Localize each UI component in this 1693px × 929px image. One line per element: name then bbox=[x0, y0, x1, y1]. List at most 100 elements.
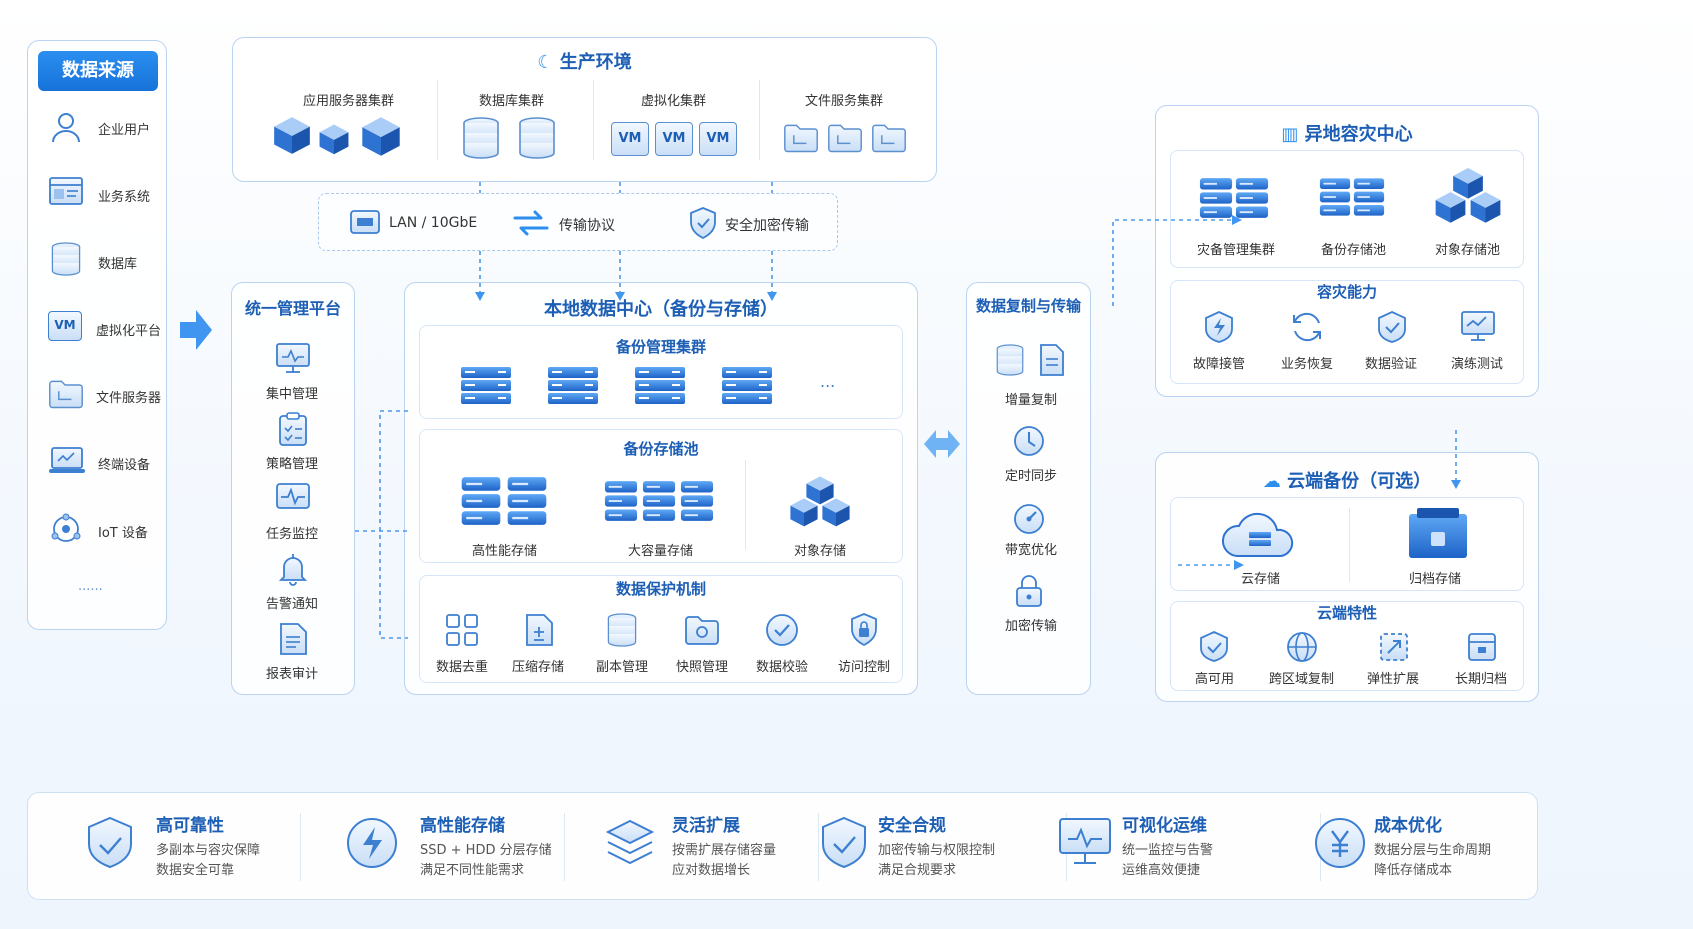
bell-icon bbox=[278, 554, 308, 586]
large-storage-icon-1 bbox=[604, 476, 638, 526]
reliability-shield-icon bbox=[88, 816, 132, 869]
snapshot-folder-icon bbox=[685, 616, 719, 645]
cloud-feature-elastic: 弹性扩展 bbox=[1367, 672, 1420, 687]
mgmt-item-central: 集中管理 bbox=[266, 387, 319, 402]
source-item-business-system: 业务系统 bbox=[98, 190, 151, 205]
footer-title-reliability: 高可靠性 bbox=[156, 816, 224, 836]
cloud-feature-cross-region: 跨区域复制 bbox=[1269, 672, 1335, 687]
large-storage-icon-2 bbox=[642, 476, 676, 526]
terminal-device-icon bbox=[49, 447, 85, 473]
vm-icon: VM bbox=[611, 122, 649, 156]
footer-desc2-scalability: 应对数据增长 bbox=[672, 863, 751, 878]
archive-storage-icon bbox=[1409, 508, 1467, 558]
encrypt-lock-icon bbox=[1016, 575, 1042, 607]
source-item-database: 数据库 bbox=[98, 257, 138, 272]
footer-title-compliance: 安全合规 bbox=[878, 816, 946, 836]
protection-replica: 副本管理 bbox=[596, 660, 649, 675]
dr-center-title: ▥ 异地容灾中心 bbox=[1281, 124, 1413, 145]
footer-desc1-ops: 统一监控与告警 bbox=[1122, 843, 1214, 858]
clipboard-icon bbox=[279, 412, 307, 446]
production-panel: ☾ 生产环境 应用服务器集群 数据库集群 虚拟化集群 VM VM VM 文件服务… bbox=[232, 37, 937, 182]
app-server-cubes-icon bbox=[271, 114, 313, 156]
footer-desc1-scalability: 按需扩展存储容量 bbox=[672, 843, 777, 858]
dr-capability-section: 容灾能力 故障接管 业务恢复 数据验证 演练测试 bbox=[1170, 280, 1524, 384]
footer-desc2-reliability: 数据安全可靠 bbox=[156, 863, 235, 878]
dr-center-panel: ▥ 异地容灾中心 灾备管理集群 备份存储池 对象存储池 容灾能力 故障接管 业务… bbox=[1155, 105, 1539, 397]
network-protocol: 传输协议 bbox=[559, 218, 615, 234]
file-folder-icon-3 bbox=[871, 122, 907, 154]
vm-icon: VM bbox=[655, 122, 693, 156]
footer-desc2-ops: 运维高效便捷 bbox=[1122, 863, 1201, 878]
replication-scheduled: 定时同步 bbox=[1005, 469, 1058, 484]
incremental-doc-icon bbox=[1040, 344, 1064, 376]
recovery-refresh-icon bbox=[1293, 312, 1321, 342]
transfer-arrows-icon bbox=[513, 210, 549, 236]
backup-cluster-title: 备份管理集群 bbox=[615, 338, 706, 356]
production-title: ☾ 生产环境 bbox=[537, 52, 632, 73]
footer-features-bar: 高可靠性 多副本与容灾保障 数据安全可靠 高性能存储 SSD + HDD 分层存… bbox=[27, 792, 1538, 900]
cluster-label-virtualization: 虚拟化集群 bbox=[641, 94, 707, 109]
footer-desc1-reliability: 多副本与容灾保障 bbox=[156, 843, 261, 858]
mgmt-item-policy: 策略管理 bbox=[266, 457, 319, 472]
backup-cluster-more: ... bbox=[820, 372, 836, 391]
high-perf-storage-icon bbox=[460, 476, 502, 526]
file-folder-icon-1 bbox=[783, 122, 819, 154]
dr-cluster-icon-2 bbox=[1235, 173, 1269, 223]
cloud-feature-archive: 长期归档 bbox=[1455, 672, 1508, 687]
iot-icon bbox=[51, 513, 81, 542]
storage-pool-object: 对象存储 bbox=[794, 544, 847, 559]
schedule-clock-icon bbox=[1014, 426, 1044, 456]
sources-more: ...... bbox=[78, 579, 103, 594]
protection-compress: 压缩存储 bbox=[512, 660, 565, 675]
replication-incremental: 增量复制 bbox=[1005, 393, 1058, 408]
backup-server-icon-4 bbox=[721, 366, 773, 406]
cost-yuan-icon bbox=[1315, 818, 1365, 868]
vm-icon: VM bbox=[699, 122, 737, 156]
cluster-label-app: 应用服务器集群 bbox=[303, 94, 395, 109]
replica-db-icon bbox=[606, 612, 638, 648]
cloud-storage-section: 云存储 归档存储 bbox=[1170, 497, 1524, 591]
cloud-backup-title: ☁ 云端备份（可选） bbox=[1262, 471, 1432, 492]
vm-icon: VM bbox=[48, 311, 82, 341]
protection-snapshot: 快照管理 bbox=[676, 660, 729, 675]
cluster-label-file: 文件服务集群 bbox=[805, 94, 884, 109]
verify-shield-icon bbox=[1378, 311, 1406, 343]
dr-item-object-pool: 对象存储池 bbox=[1435, 243, 1501, 258]
cluster-label-db: 数据库集群 bbox=[479, 94, 545, 109]
mgmt-item-report: 报表审计 bbox=[266, 667, 319, 682]
globe-icon bbox=[1287, 632, 1317, 662]
ops-monitor-icon bbox=[1059, 818, 1111, 864]
layers-icon bbox=[605, 819, 655, 865]
monitor-icon bbox=[276, 343, 310, 373]
source-item-enterprise-users: 企业用户 bbox=[98, 123, 151, 138]
replication-encrypted: 加密传输 bbox=[1005, 619, 1058, 634]
high-perf-storage-icon-2 bbox=[506, 476, 548, 526]
vm-icon-text: VM bbox=[54, 318, 76, 332]
compliance-shield-icon bbox=[822, 816, 866, 869]
footer-title-performance: 高性能存储 bbox=[420, 816, 505, 836]
dr-cap-recovery: 业务恢复 bbox=[1281, 357, 1334, 372]
cloud-backup-panel: ☁ 云端备份（可选） 云存储 归档存储 云端特性 高可用 跨区域复制 弹性扩展 … bbox=[1155, 452, 1539, 702]
data-sources-title: 数据来源 bbox=[38, 51, 158, 91]
management-panel: 统一管理平台 集中管理 策略管理 任务监控 告警通知 报表审计 bbox=[231, 282, 355, 695]
backup-server-icon-3 bbox=[634, 366, 686, 406]
object-storage-cubes-icon bbox=[788, 474, 852, 530]
replication-panel: 数据复制与传输 增量复制 定时同步 带宽优化 加密传输 bbox=[966, 282, 1091, 695]
source-item-terminal-device: 终端设备 bbox=[98, 458, 151, 473]
folder-icon bbox=[48, 378, 84, 410]
storage-pool-section: 备份存储池 高性能存储 大容量存储 对象存储 bbox=[419, 429, 903, 563]
cloud-features-section: 云端特性 高可用 跨区域复制 弹性扩展 长期归档 bbox=[1170, 601, 1524, 691]
dr-cap-failover: 故障接管 bbox=[1193, 357, 1246, 372]
source-item-virtualization: 虚拟化平台 bbox=[96, 324, 162, 339]
dedup-grid-icon bbox=[446, 614, 478, 646]
dr-cap-verify: 数据验证 bbox=[1365, 357, 1418, 372]
dr-resources-section: 灾备管理集群 备份存储池 对象存储池 bbox=[1170, 150, 1524, 268]
ha-shield-icon bbox=[1200, 631, 1228, 662]
failover-bolt-icon bbox=[1205, 311, 1233, 343]
backup-server-icon-1 bbox=[460, 366, 512, 406]
archive-box-icon bbox=[1468, 633, 1496, 661]
footer-desc1-cost: 数据分层与生命周期 bbox=[1374, 843, 1492, 858]
cloud-icon: ☁ bbox=[1262, 471, 1288, 492]
cloud-storage-icon bbox=[1221, 512, 1294, 557]
footer-desc1-performance: SSD + HDD 分层存储 bbox=[420, 843, 552, 858]
